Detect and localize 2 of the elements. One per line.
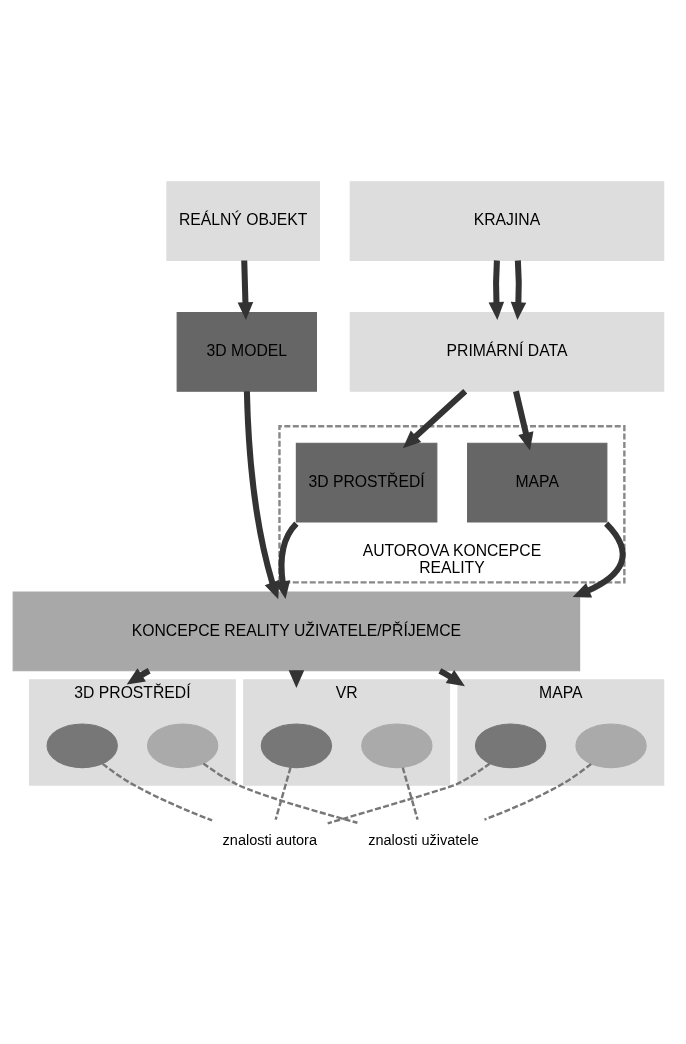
node-text: znalosti autora: [222, 831, 317, 848]
node-text: znalosti uživatele: [368, 831, 479, 848]
